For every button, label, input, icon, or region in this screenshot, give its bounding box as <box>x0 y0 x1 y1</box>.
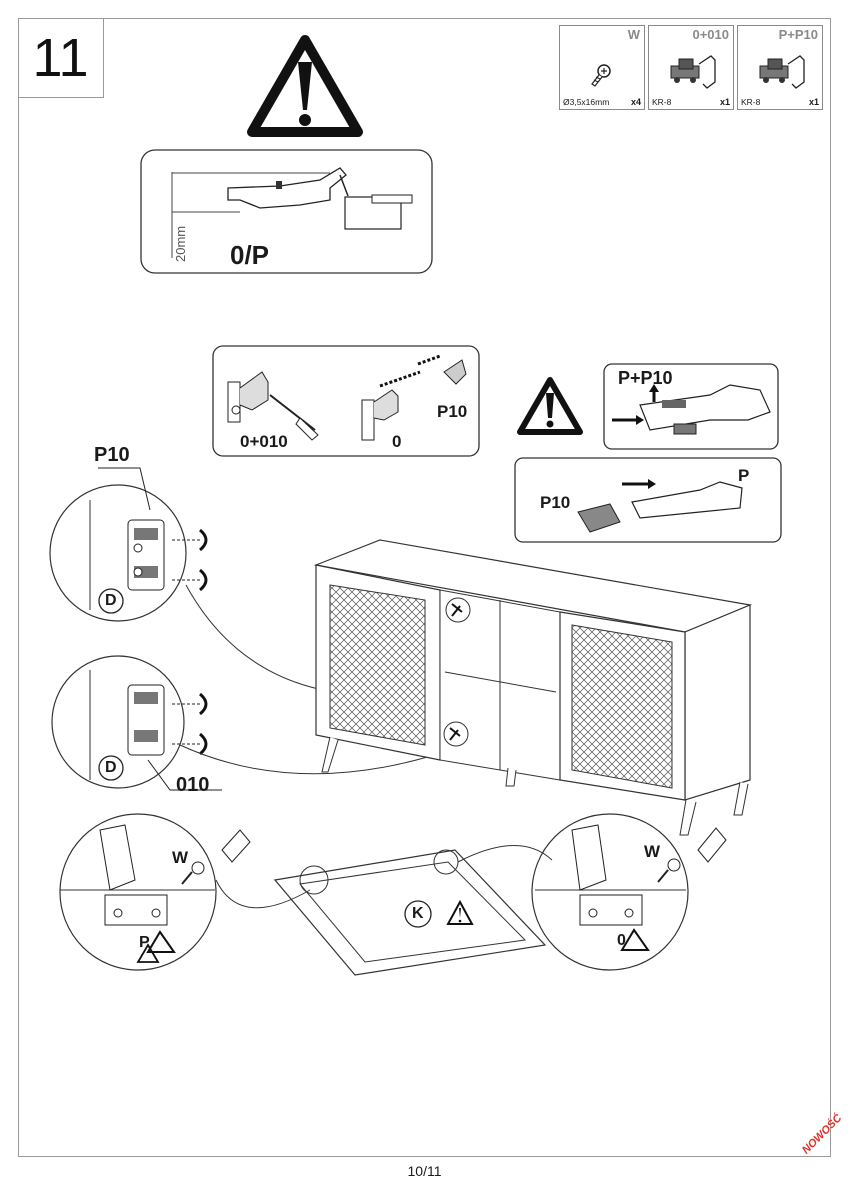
variant-label-c: P10 <box>437 402 468 421</box>
hinge-variant-panel <box>212 345 480 457</box>
page-number: 10/11 <box>407 1163 442 1179</box>
warning-icon <box>247 35 363 137</box>
variant-label-b: 0 <box>392 432 402 451</box>
warning-icon <box>517 377 583 435</box>
door-panel <box>273 849 547 976</box>
part-qty: x4 <box>630 97 641 107</box>
hinge-slide-icon <box>577 479 743 533</box>
callout-w-right: W <box>644 842 661 861</box>
part-spec: KR-8 <box>652 97 672 107</box>
part-code: 0+010 <box>692 27 729 42</box>
part-qty: x1 <box>719 97 730 107</box>
part-w: W Ø3,5x16mm x4 <box>559 25 645 110</box>
part-qty: x1 <box>808 97 819 107</box>
hinge-mount-icon <box>60 824 251 926</box>
warning-panel-p: P <box>738 466 750 485</box>
callout-zero-right: 0 <box>617 932 626 949</box>
callout-p10: P10 <box>94 444 130 466</box>
callout-w-left: W <box>172 848 189 867</box>
part-code: W <box>627 27 640 42</box>
hinge-icon <box>759 55 805 89</box>
zoom-circle-bottom-right <box>531 813 689 971</box>
hinge-adjust-icon <box>227 354 467 441</box>
callout-010: 010 <box>176 774 210 796</box>
callout-p-left: P <box>139 934 150 951</box>
part-spec: KR-8 <box>741 97 761 107</box>
warning-panel-p10: P10 <box>540 493 571 512</box>
hinge-plate-icon <box>89 500 208 610</box>
hinge-type-label: 0/P <box>230 240 270 270</box>
hinge-plate-icon <box>89 670 208 780</box>
callout-d-lower: D <box>105 759 117 776</box>
hinge-mount-icon <box>535 824 727 926</box>
warning-panel-title: P+P10 <box>618 368 673 388</box>
step-number: 11 <box>18 18 104 98</box>
page-frame <box>18 18 831 1157</box>
part-code: P+P10 <box>778 27 818 42</box>
hinge-detail-panel <box>140 149 433 274</box>
callout-k: K <box>412 905 424 922</box>
hinge-icon <box>670 55 716 89</box>
hinge-side-diagram <box>171 167 413 258</box>
part-p-p10: P+P10 KR-8 x1 <box>737 25 823 110</box>
cabinet-illustration <box>313 539 753 836</box>
zoom-circle-bottom-left <box>59 813 217 971</box>
variant-label-a: 0+010 <box>240 432 288 451</box>
screw-icon <box>591 64 611 87</box>
hinge-insert-icon <box>612 384 771 435</box>
dimension-label: 20mm <box>173 225 188 262</box>
part-0-010: 0+010 KR-8 x1 <box>648 25 734 110</box>
part-spec: Ø3,5x16mm <box>563 97 610 107</box>
parts-list: W Ø3,5x16mm x4 0+010 KR-8 x1 P+P10 KR-8 … <box>559 25 823 110</box>
callout-d-upper: D <box>105 592 117 609</box>
